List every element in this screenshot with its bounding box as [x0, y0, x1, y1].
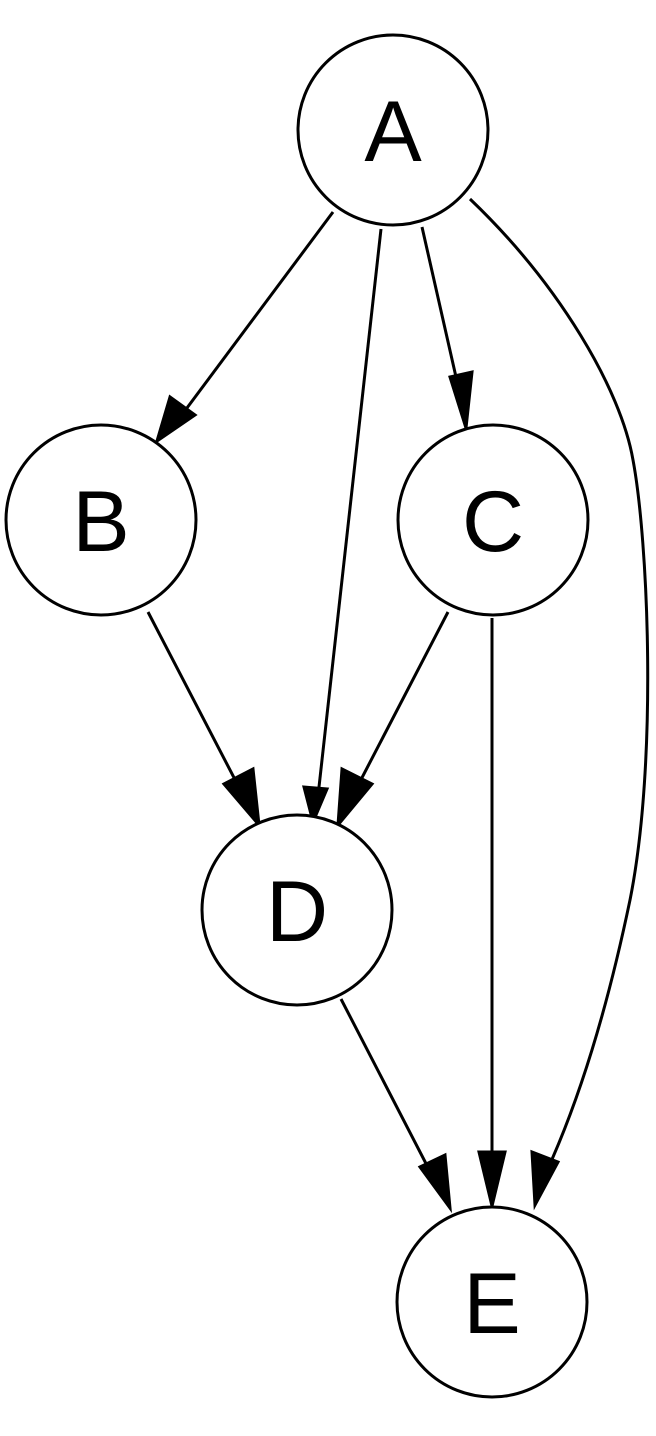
- node-e-circle: [395, 1205, 589, 1399]
- node-d-circle: [200, 813, 394, 1007]
- edge-A-E: [468, 197, 650, 1211]
- node-a: A: [296, 33, 490, 227]
- node-a-label: A: [364, 84, 422, 180]
- node-d-label: D: [266, 864, 328, 960]
- node-c: C: [396, 423, 590, 617]
- edges-layer: [146, 197, 650, 1214]
- node-b-circle: [4, 423, 198, 617]
- node-d: D: [200, 813, 394, 1007]
- nodes-layer: A B C D E: [4, 33, 590, 1399]
- edge-D-E: [339, 998, 453, 1214]
- edge-C-D: [336, 611, 450, 830]
- edge-B-D: [146, 611, 262, 830]
- node-b: B: [4, 423, 198, 617]
- node-e: E: [395, 1205, 589, 1399]
- edge-A-B: [154, 211, 335, 445]
- node-c-circle: [396, 423, 590, 617]
- edge-A-D: [302, 228, 383, 827]
- edge-C-E: [477, 618, 507, 1207]
- node-b-label: B: [72, 474, 129, 570]
- node-e-label: E: [463, 1256, 520, 1352]
- edge-A-C: [420, 226, 474, 429]
- node-c-label: C: [462, 474, 524, 570]
- node-a-circle: [296, 33, 490, 227]
